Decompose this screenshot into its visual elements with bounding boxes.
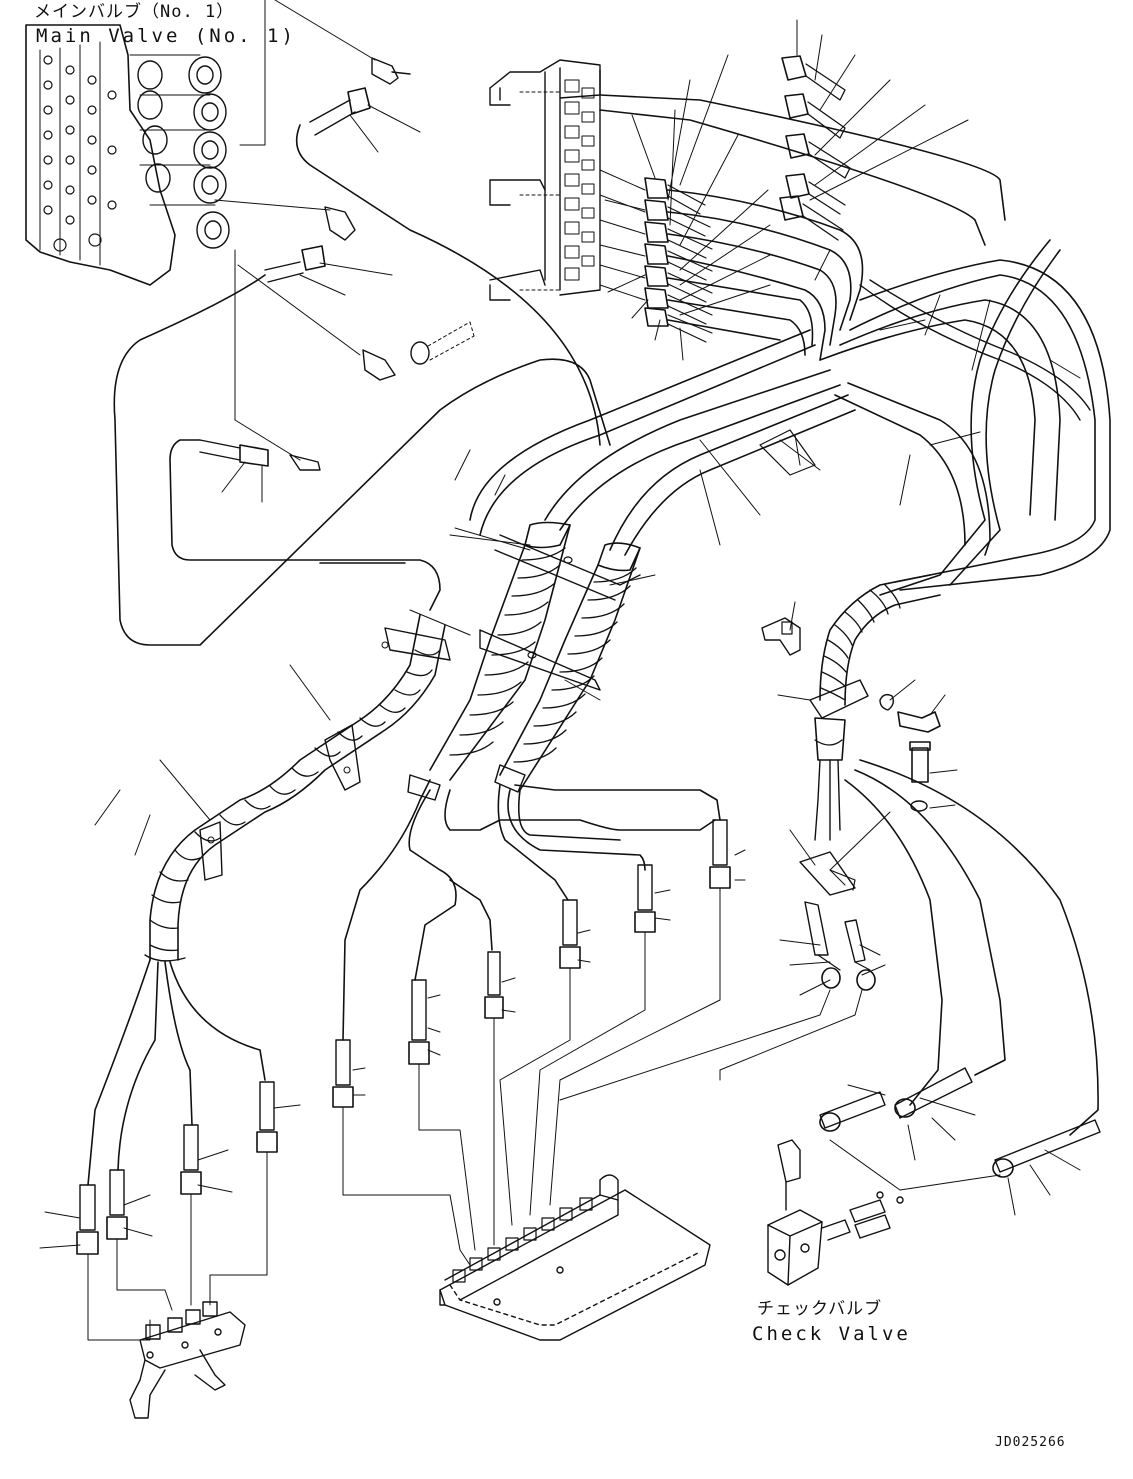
drawing-number: JD025266 (995, 1435, 1066, 1450)
upper-manifold-block (489, 59, 601, 301)
check-valve (767, 1139, 904, 1286)
bottom-left-fittings (76, 1081, 278, 1341)
check-valve-label-en: Check Valve (752, 1323, 911, 1345)
main-valve-block (25, 24, 230, 286)
hose-loops-left (113, 124, 611, 646)
bottom-center-fittings (332, 819, 731, 1266)
spiral-guard-left (144, 614, 451, 962)
bottom-left-valve-block (129, 1301, 246, 1419)
top-leader-lines (604, 19, 969, 361)
bottom-center-manifold (439, 1174, 711, 1341)
main-valve-leaders (214, 0, 376, 461)
check-valve-label-jp: チェックバルブ (757, 1299, 883, 1319)
main-valve-fittings (289, 57, 475, 471)
callout-leader-lines (39, 249, 1081, 1249)
spiral-guard-center (407, 521, 641, 801)
left-hose-branches (87, 959, 266, 1186)
hose-fittings-upper-left (199, 87, 421, 503)
top-right-fittings (779, 55, 851, 241)
central-hose-bundle (469, 94, 1111, 591)
main-valve-label-en: Main Valve (No. 1) (36, 25, 296, 47)
bottom-center-hoses (342, 779, 721, 1041)
main-valve-label-jp: メインバルブ（No. 1） (34, 2, 235, 22)
right-harness (761, 239, 1099, 1136)
